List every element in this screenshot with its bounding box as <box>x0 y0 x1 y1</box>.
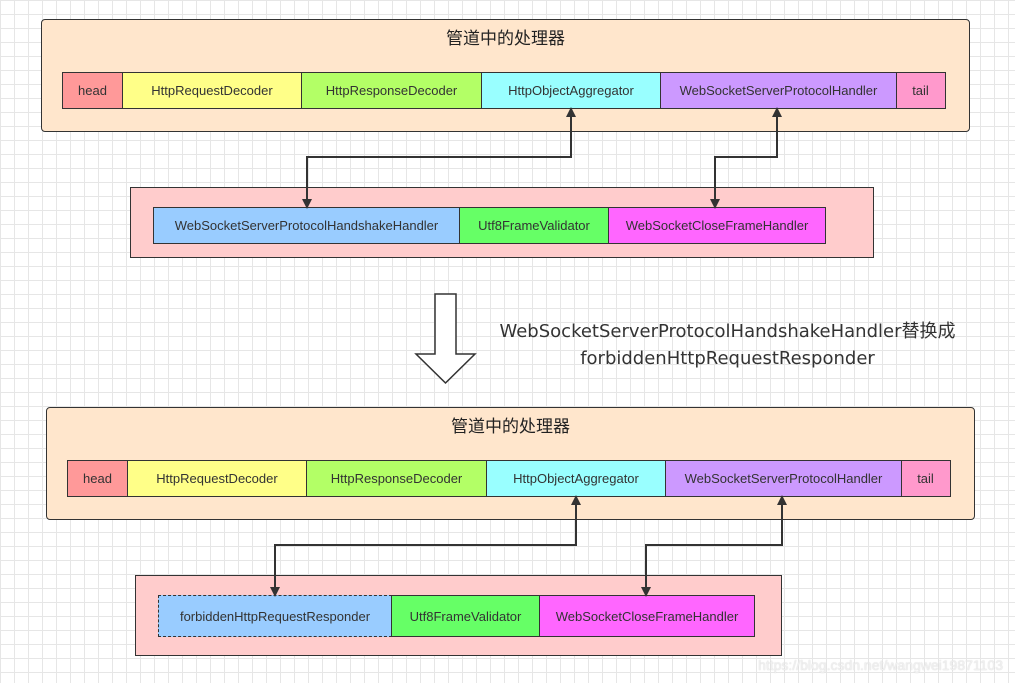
top-head-handler: head <box>62 72 123 109</box>
bottom-forbidden-responder: forbiddenHttpRequestResponder <box>158 595 392 637</box>
bottom-connector-protocol-close <box>641 495 787 597</box>
replacement-caption-line2: forbiddenHttpRequestResponder <box>580 348 875 369</box>
bottom-http-response-decoder: HttpResponseDecoder <box>306 460 487 497</box>
top-close-frame-handler: WebSocketCloseFrameHandler <box>608 207 826 244</box>
top-utf8-frame-validator: Utf8FrameValidator <box>458 207 610 244</box>
top-pipeline-row: head HttpRequestDecoder HttpResponseDeco… <box>62 72 946 109</box>
bottom-websocket-server-protocol-handler: WebSocketServerProtocolHandler <box>665 460 902 497</box>
bottom-pipeline-title: 管道中的处理器 <box>451 417 570 437</box>
top-connector-protocol-close <box>710 107 782 209</box>
top-pipeline-title: 管道中的处理器 <box>446 29 565 49</box>
bottom-head-handler: head <box>67 460 128 497</box>
top-websocket-server-protocol-handler: WebSocketServerProtocolHandler <box>660 72 897 109</box>
replacement-down-arrow-icon <box>414 293 477 385</box>
bottom-tail-handler: tail <box>900 460 951 497</box>
watermark: https://blog.csdn.net/wangwei19871103 <box>758 657 1003 673</box>
replacement-caption-line1: WebSocketServerProtocolHandshakeHandler替… <box>499 321 956 342</box>
top-http-request-decoder: HttpRequestDecoder <box>121 72 303 109</box>
top-http-object-aggregator: HttpObjectAggregator <box>480 72 662 109</box>
top-added-handlers-row: WebSocketServerProtocolHandshakeHandler … <box>153 207 826 244</box>
top-connector-aggregator-handshake <box>302 107 576 209</box>
bottom-pipeline-row: head HttpRequestDecoder HttpResponseDeco… <box>67 460 951 497</box>
top-tail-handler: tail <box>895 72 946 109</box>
bottom-connector-aggregator-forbidden <box>270 495 581 597</box>
replacement-caption: WebSocketServerProtocolHandshakeHandler替… <box>480 318 975 372</box>
bottom-http-request-decoder: HttpRequestDecoder <box>126 460 308 497</box>
